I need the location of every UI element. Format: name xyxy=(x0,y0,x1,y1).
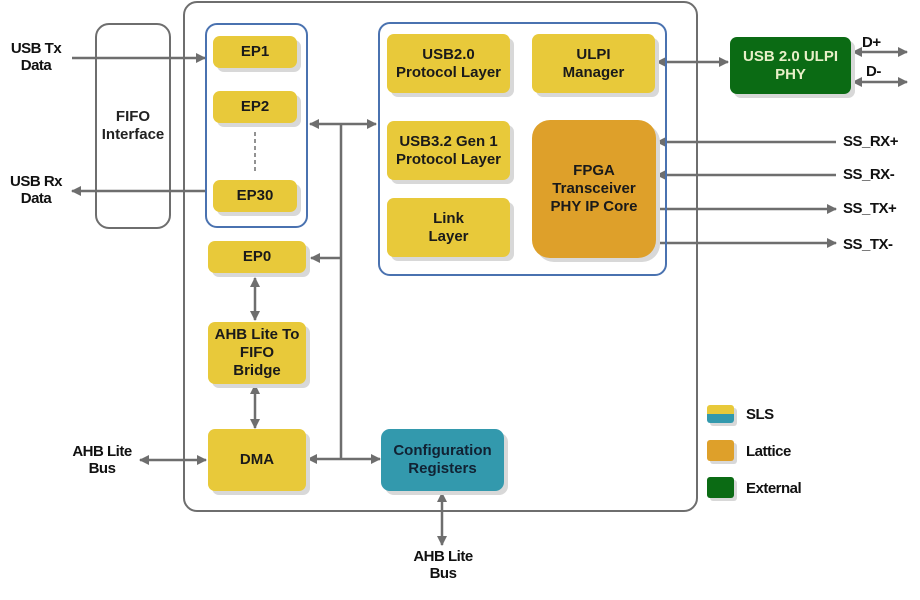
legend-label-sls: SLS xyxy=(746,406,774,423)
legend-swatch-external xyxy=(707,477,734,498)
link-layer-block: Link Layer xyxy=(387,198,510,257)
ss-tx-plus-label: SS_TX+ xyxy=(843,200,897,217)
ep0-label: EP0 xyxy=(242,248,272,265)
configuration-registers-label: Configuration Registers xyxy=(393,442,492,477)
legend: SLS Lattice External xyxy=(706,402,836,502)
ep1-block: EP1 xyxy=(213,36,297,68)
ahb-lite-bus-left-label: AHB Lite Bus xyxy=(72,443,132,477)
ulpi-manager-label: ULPI Manager xyxy=(562,45,625,81)
protocol-group xyxy=(378,22,667,276)
ep2-block: EP2 xyxy=(213,91,297,123)
usb2-ulpi-phy-block: USB 2.0 ULPI PHY xyxy=(730,37,851,94)
configuration-registers-block: Configuration Registers xyxy=(381,429,504,491)
ahb-lite-bus-bottom-label: AHB Lite Bus xyxy=(413,548,473,582)
usb-rx-data-label: USB Rx Data xyxy=(9,173,63,207)
ep30-block: EP30 xyxy=(213,180,297,212)
d-plus-label: D+ xyxy=(862,34,881,51)
usb-core-boundary xyxy=(183,1,698,512)
legend-swatch-lattice xyxy=(707,440,734,461)
ss-rx-plus-label: SS_RX+ xyxy=(843,133,898,150)
usb32-protocol-layer-block: USB3.2 Gen 1 Protocol Layer xyxy=(387,121,510,180)
ahb-fifo-bridge-label: AHB Lite To FIFO Bridge xyxy=(214,326,300,379)
legend-swatch-sls xyxy=(707,405,734,423)
ep0-block: EP0 xyxy=(208,241,306,273)
link-layer-label: Link Layer xyxy=(428,209,469,245)
dma-label: DMA xyxy=(239,451,275,468)
ss-rx-minus-label: SS_RX- xyxy=(843,166,895,183)
usb-tx-data-label: USB Tx Data xyxy=(10,40,62,74)
usb2-ulpi-phy-label: USB 2.0 ULPI PHY xyxy=(742,47,839,83)
usb2-protocol-layer-block: USB2.0 Protocol Layer xyxy=(387,34,510,93)
ep30-label: EP30 xyxy=(236,187,274,204)
endpoint-group xyxy=(205,23,308,228)
fifo-interface-label: FIFO Interface xyxy=(101,108,165,143)
usb32-protocol-layer-label: USB3.2 Gen 1 Protocol Layer xyxy=(395,132,502,168)
ep1-label: EP1 xyxy=(240,43,270,60)
fpga-transceiver-block: FPGA Transceiver PHY IP Core xyxy=(532,120,656,258)
ulpi-manager-block: ULPI Manager xyxy=(532,34,655,93)
legend-label-external: External xyxy=(746,480,802,497)
fifo-interface-block: FIFO Interface xyxy=(95,23,171,229)
fpga-transceiver-label: FPGA Transceiver PHY IP Core xyxy=(550,162,638,215)
ep2-label: EP2 xyxy=(240,98,270,115)
dma-block: DMA xyxy=(208,429,306,491)
ahb-fifo-bridge-block: AHB Lite To FIFO Bridge xyxy=(208,322,306,384)
usb2-protocol-layer-label: USB2.0 Protocol Layer xyxy=(395,45,502,81)
legend-label-lattice: Lattice xyxy=(746,443,791,460)
ss-tx-minus-label: SS_TX- xyxy=(843,236,893,253)
d-minus-label: D- xyxy=(866,63,881,80)
